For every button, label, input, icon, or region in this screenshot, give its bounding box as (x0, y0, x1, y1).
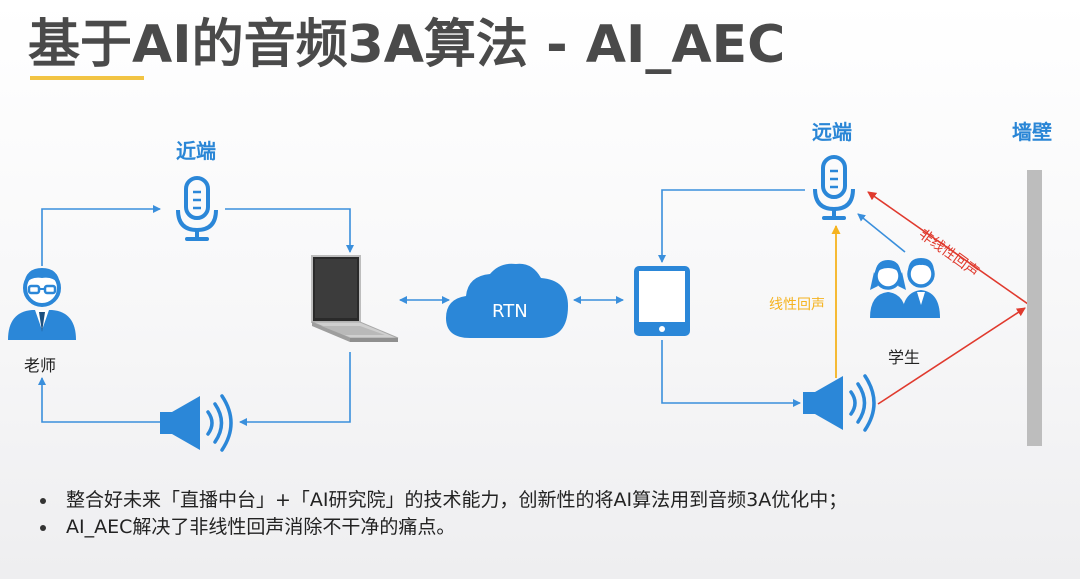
student-label: 学生 (888, 348, 921, 367)
echo-diagram (8, 155, 1042, 452)
bullet-list: 整合好未来「直播中台」+「AI研究院」的技术能力，创新性的将AI算法用到音频3A… (36, 487, 847, 541)
far-microphone-icon (813, 155, 855, 220)
near-speaker-icon (160, 394, 233, 452)
rtn-label: RTN (492, 301, 528, 322)
near-microphone-icon (176, 176, 218, 241)
bullet-item: 整合好未来「直播中台」+「AI研究院」的技术能力，创新性的将AI算法用到音频3A… (36, 487, 847, 514)
far-end-label: 远端 (812, 120, 852, 144)
students-icon (870, 258, 940, 318)
teacher-icon (8, 268, 76, 340)
rtn-cloud-icon (446, 263, 568, 338)
slide-title: 基于AI的音频3A算法 - AI_AEC (28, 15, 786, 75)
near-end-label: 近端 (176, 139, 216, 163)
wall-label: 墙壁 (1012, 120, 1052, 144)
laptop-icon (311, 255, 399, 342)
wall-bar (1027, 170, 1042, 446)
title-underline (30, 76, 144, 80)
linear-echo-label: 线性回声 (769, 297, 825, 313)
bullet-item: AI_AEC解决了非线性回声消除不干净的痛点。 (36, 514, 847, 541)
far-speaker-icon (803, 374, 876, 432)
teacher-label: 老师 (24, 356, 57, 375)
tablet-icon (634, 266, 690, 336)
